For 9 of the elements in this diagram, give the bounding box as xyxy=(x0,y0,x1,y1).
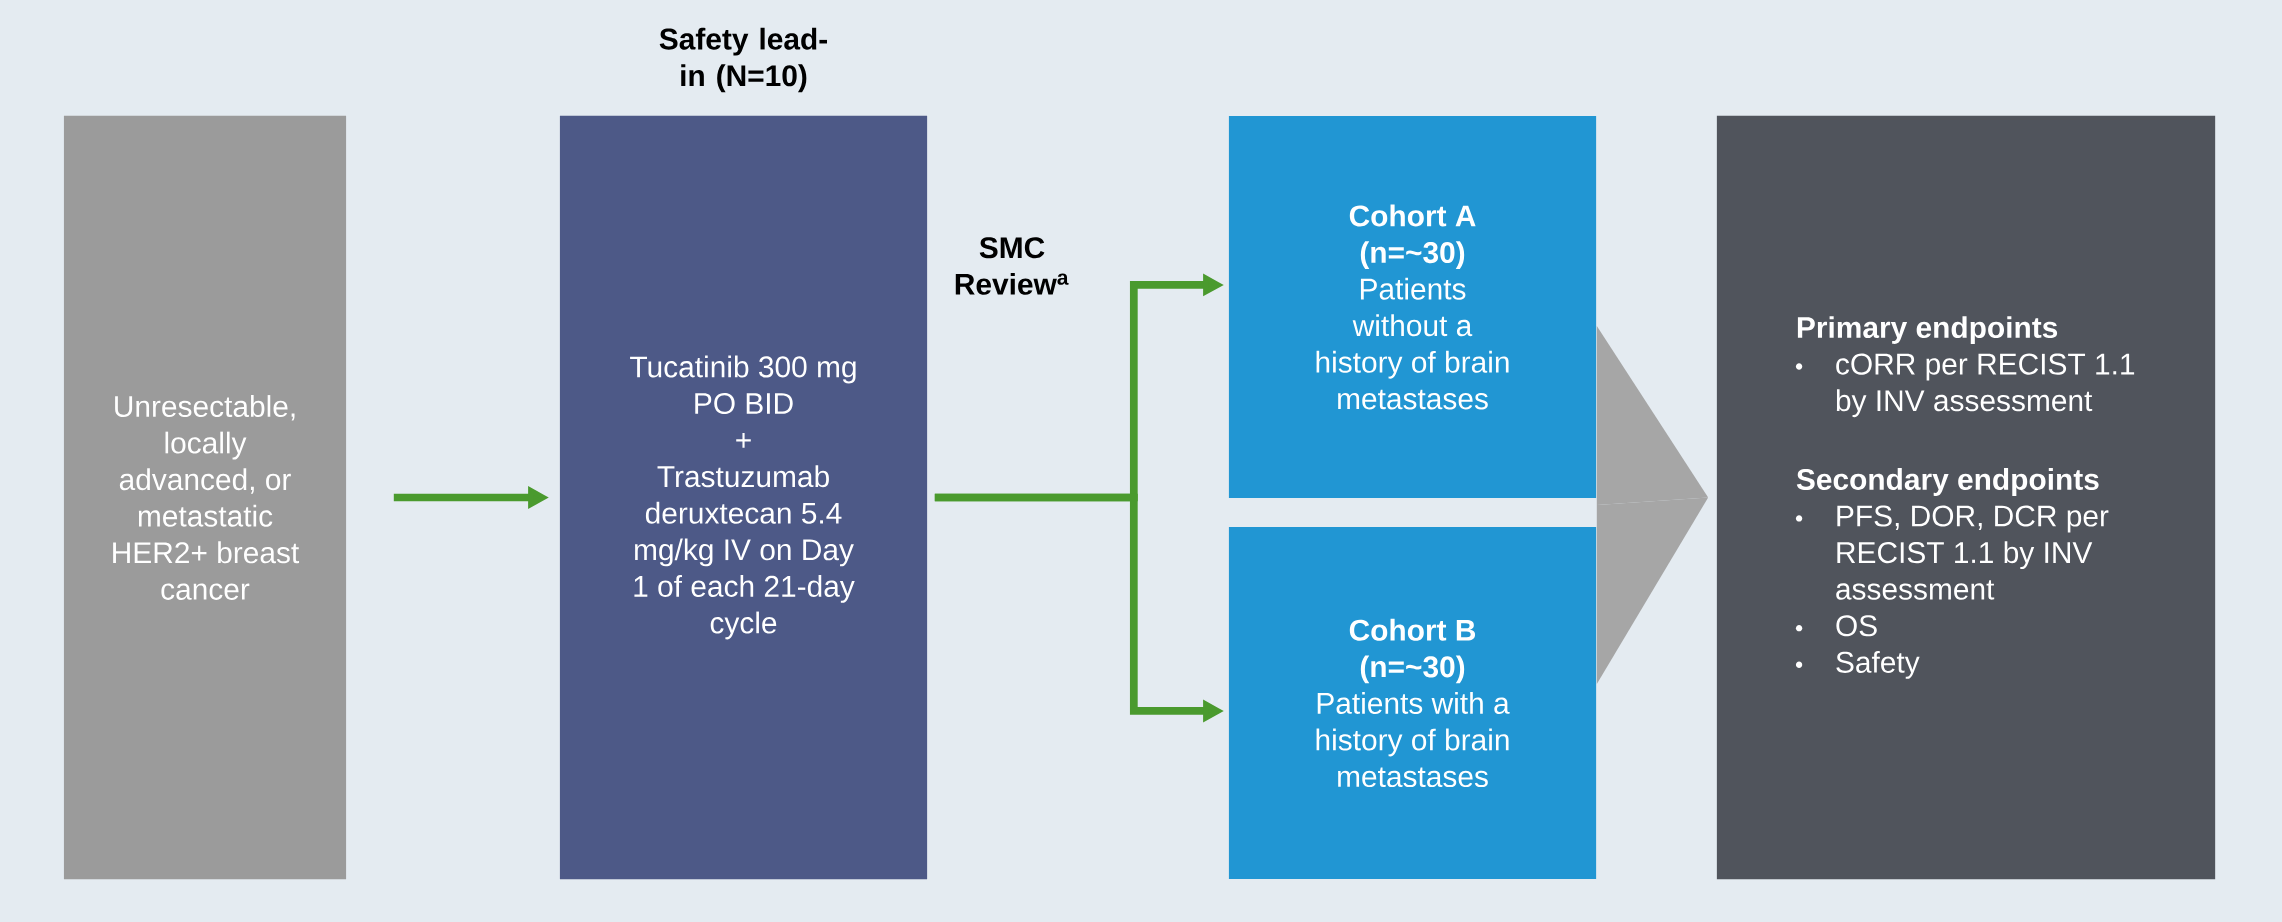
review-label: SMC Review$^{a}$ xyxy=(955,237,1069,295)
heading: Safety lead-in (N=10) xyxy=(659,27,828,93)
chevron-half xyxy=(1596,497,1709,684)
cohort-box: Cohort B (n=~30) Patients with a history of brain metastases xyxy=(1228,526,1597,880)
chevron-half xyxy=(1596,326,1709,505)
treatment-box: Tucatinib 300 mg PO BID + Trastuzumab deruxtecan 5.4 mg/kg IV on Day 1 of each 21-day cycle xyxy=(559,115,928,880)
cohort-box: Cohort A (n=~30) Patients without a history of brain metastases xyxy=(1228,115,1597,499)
patient-box: Unresectable, locally advanced, or metastatic HER2+ breast cancer xyxy=(63,115,347,880)
endpoints-box: Primary endpoints cORR per RECIST 1.1 by INV assessment Secondary endpoints PFS, DOR, DCR per RECIST 1.1 by INV assessment OS Safety xyxy=(1716,115,2216,880)
